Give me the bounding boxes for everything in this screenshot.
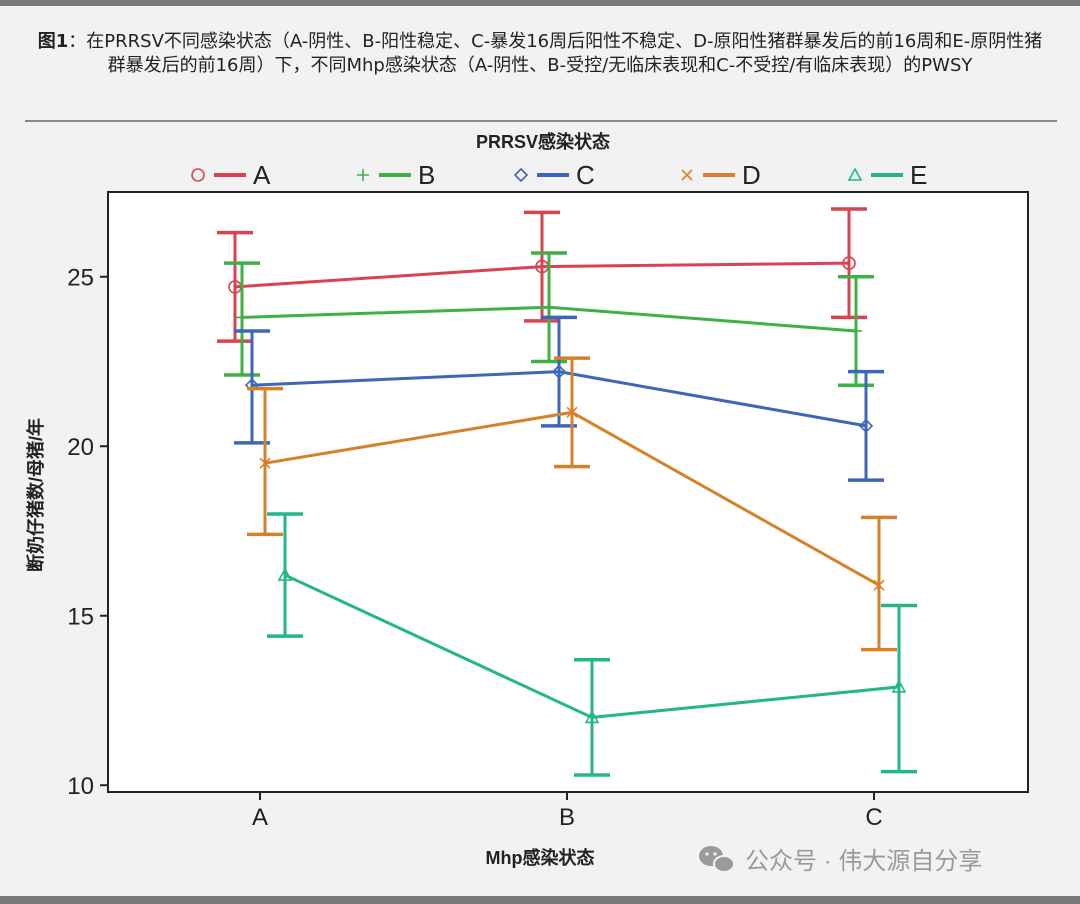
legend-label: C xyxy=(576,160,595,190)
legend-label: E xyxy=(910,160,927,190)
data-point xyxy=(842,256,856,270)
legend-marker xyxy=(357,169,369,181)
data-point xyxy=(858,418,874,434)
legend-marker xyxy=(191,168,205,182)
top-border xyxy=(0,0,1080,6)
legend-entry-B: B xyxy=(357,160,435,190)
legend-label: D xyxy=(742,160,761,190)
legend-label: A xyxy=(253,160,271,190)
y-axis-label: 断奶仔猪数/母猪/年 xyxy=(25,418,46,572)
series-E xyxy=(267,512,917,777)
y-tick-label: 25 xyxy=(67,265,94,292)
series-layer xyxy=(217,207,917,777)
wechat-icon xyxy=(699,846,735,873)
data-point xyxy=(236,311,248,324)
bottom-border xyxy=(0,896,1080,904)
watermark-text: 公众号 · 伟大源自分享 xyxy=(745,848,982,875)
series-B xyxy=(224,251,874,387)
legend-label: B xyxy=(418,160,435,190)
plot-area xyxy=(107,191,1029,793)
data-point xyxy=(584,709,600,724)
data-point xyxy=(551,364,567,379)
legend-entry-E: E xyxy=(847,160,927,190)
data-point xyxy=(850,324,862,337)
x-tick-label: A xyxy=(252,804,268,831)
data-point xyxy=(566,406,578,418)
caption-divider xyxy=(25,120,1057,122)
legend-entry-A: A xyxy=(191,160,271,190)
data-point xyxy=(543,301,555,314)
y-tick-label: 10 xyxy=(67,773,94,800)
x-axis-label: Mhp感染状态 xyxy=(486,847,595,868)
legend-marker xyxy=(847,167,863,181)
legend-marker xyxy=(513,167,529,183)
watermark: 公众号 · 伟大源自分享 xyxy=(699,846,982,875)
x-tick-label: B xyxy=(559,804,575,831)
x-axis: A B C xyxy=(252,792,883,831)
data-point xyxy=(259,457,271,469)
series-A xyxy=(217,207,867,343)
legend-marker xyxy=(681,169,693,181)
legend-entry-D: D xyxy=(681,160,761,190)
series-D xyxy=(247,356,897,652)
x-tick-label: C xyxy=(865,804,882,831)
y-axis: 10 15 20 25 xyxy=(67,265,108,800)
legend-entry-C: C xyxy=(513,160,595,190)
series-C xyxy=(234,315,884,482)
legend-title: PRRSV感染状态 xyxy=(476,131,610,152)
data-point xyxy=(244,378,260,393)
y-tick-label: 15 xyxy=(67,604,94,631)
figure-caption: 图1：在PRRSV不同感染状态（A-阴性、B-阳性稳定、C-暴发16周后阳性不稳… xyxy=(30,30,1050,78)
y-tick-label: 20 xyxy=(67,434,94,461)
data-point xyxy=(277,567,293,581)
legend: PRRSV感染状态 A B C D E xyxy=(191,131,927,190)
data-point xyxy=(891,679,907,693)
data-point xyxy=(873,579,885,591)
figure-label: 图1 xyxy=(37,31,69,52)
caption-text: ：在PRRSV不同感染状态（A-阴性、B-阳性稳定、C-暴发16周后阳性不稳定、… xyxy=(68,31,1043,76)
